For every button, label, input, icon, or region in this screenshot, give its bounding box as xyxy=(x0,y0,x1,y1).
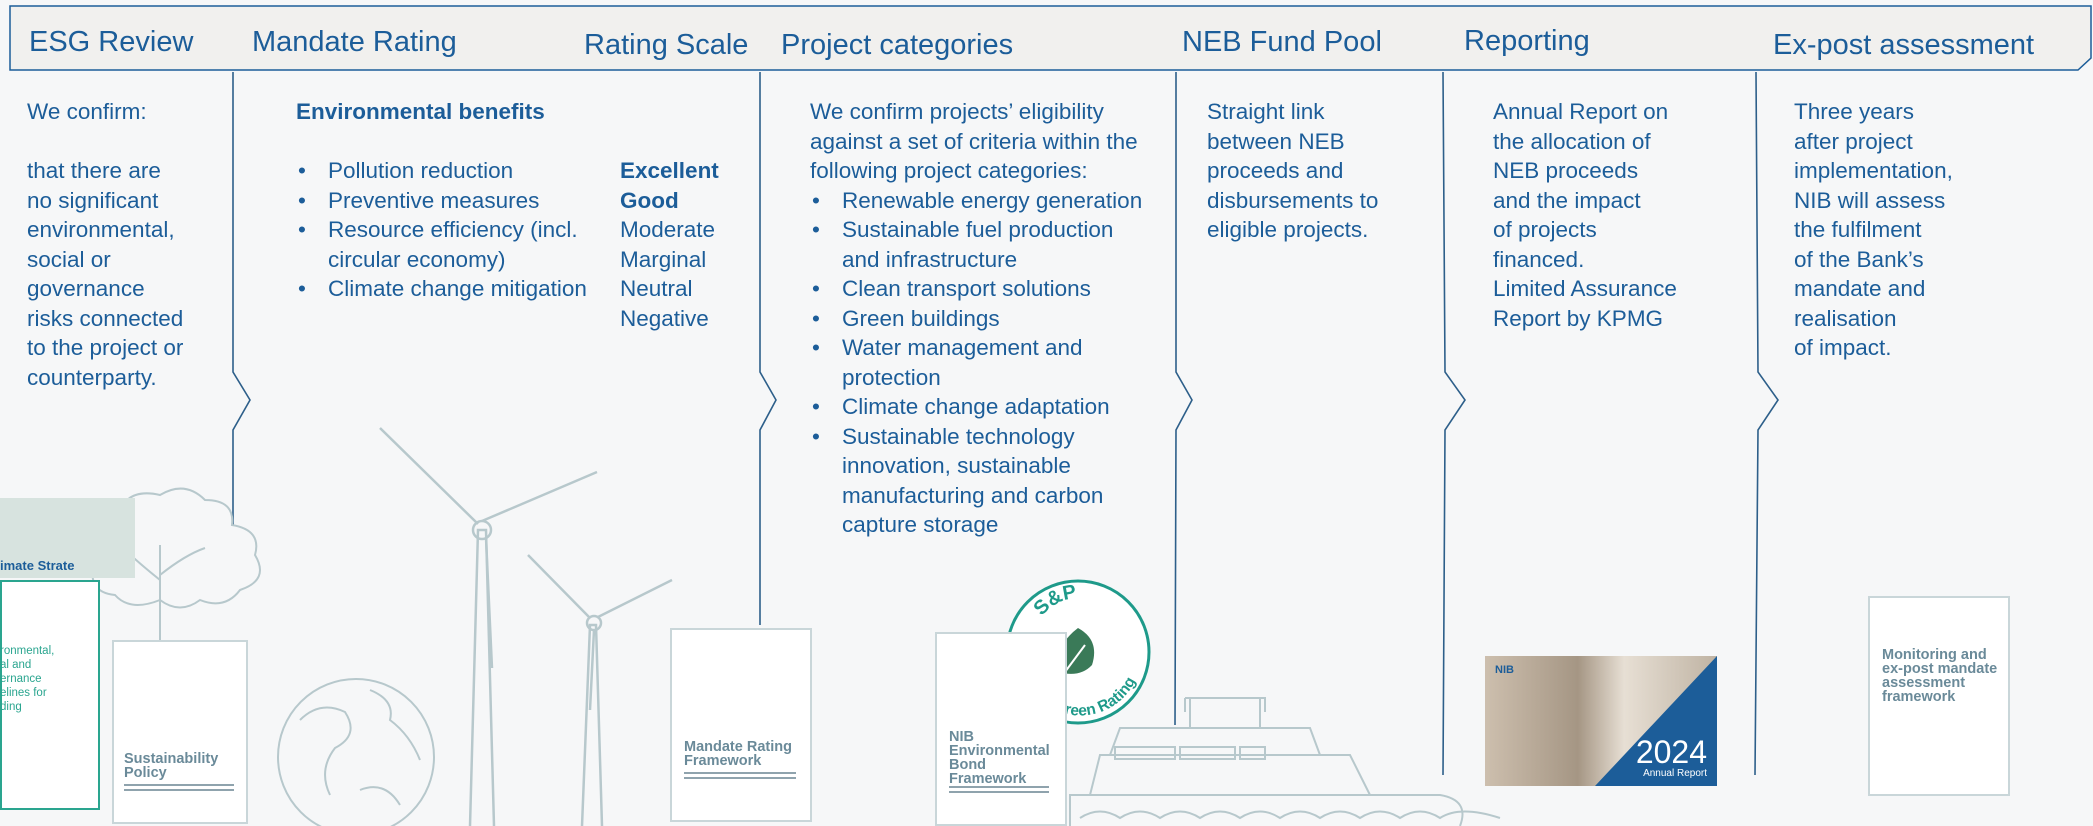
esg-line: that there are xyxy=(27,158,161,183)
sustainability-policy-document: Sustainability Policy xyxy=(112,640,248,824)
divider-1 xyxy=(232,72,251,525)
reporting-line: Annual Report on xyxy=(1493,99,1669,124)
reporting-line: the allocation of xyxy=(1493,128,1651,154)
ex-post-line: the fulfilment xyxy=(1794,217,1922,242)
benefit-item: Resource efficiency (incl. circular econ… xyxy=(296,215,596,274)
ex-post-line: mandate and xyxy=(1794,276,1926,301)
climate-text-line: ronmental, xyxy=(0,645,55,657)
reporting-line: Limited Assurance xyxy=(1493,276,1677,301)
header-rating-scale: Rating Scale xyxy=(584,29,749,61)
esg-review-text: We confirm: that there are no significan… xyxy=(27,97,227,392)
esg-line: to the project or xyxy=(27,335,184,360)
neb-fund-pool-text: Straight link between NEB proceeds and d… xyxy=(1207,97,1427,245)
neb-line: eligible projects. xyxy=(1207,217,1369,242)
esg-line: governance xyxy=(27,276,145,301)
header-esg-review: ESG Review xyxy=(29,26,194,58)
reporting-line: NEB proceeds xyxy=(1493,158,1639,183)
neb-line: between NEB xyxy=(1207,128,1345,154)
esg-line: risks connected xyxy=(27,305,184,331)
mandate-rating-framework-document: Mandate Rating Framework xyxy=(670,628,812,822)
ex-post-line: NIB will assess xyxy=(1794,187,1946,213)
doc-text-lines xyxy=(949,786,1049,796)
neb-framework-title: NIB Environmental Bond Framework xyxy=(949,729,1050,787)
doc-text-lines xyxy=(684,772,796,782)
category-item: Sustainable technology innovation, susta… xyxy=(810,422,1155,540)
climate-strategy-cover xyxy=(0,498,135,578)
reporting-text: Annual Report on the allocation of NEB p… xyxy=(1493,97,1733,333)
project-categories-text: We confirm projects’ eligibility against… xyxy=(810,97,1155,540)
header-neb-fund-pool: NEB Fund Pool xyxy=(1182,26,1382,58)
environmental-benefits-title: Environmental benefits xyxy=(296,99,545,124)
annual-report-cover: NIB 2024 Annual Report xyxy=(1485,656,1717,786)
esg-line: counterparty. xyxy=(27,364,157,390)
category-item: Climate change adaptation xyxy=(810,392,1155,422)
project-categories-intro: We confirm projects’ eligibility against… xyxy=(810,99,1138,183)
rating-scale-list: Excellent Good Moderate Marginal Neutral… xyxy=(620,156,740,333)
sustainability-policy-title: Sustainability Policy xyxy=(124,751,219,781)
ex-post-line: after project xyxy=(1794,128,1913,154)
wind-turbine-illustration xyxy=(379,427,673,826)
ex-post-text: Three years after project implementation… xyxy=(1794,97,2014,363)
esg-line: no significant xyxy=(27,187,159,213)
nib-logo: NIB xyxy=(1495,664,1514,676)
rating-neutral: Neutral xyxy=(620,276,693,301)
reporting-line: financed. xyxy=(1493,246,1585,272)
neb-line: disbursements to xyxy=(1207,187,1379,213)
reporting-line: of projects xyxy=(1493,217,1597,242)
category-item: Renewable energy generation xyxy=(810,186,1155,216)
ex-post-line: of impact. xyxy=(1794,335,1892,360)
mandate-rating-framework-title: Mandate Rating Framework xyxy=(684,739,792,769)
annual-report-year: 2024 xyxy=(1635,734,1707,770)
globe-illustration xyxy=(277,678,435,826)
ex-post-line: of the Bank’s xyxy=(1794,246,1924,272)
climate-text-line: al and xyxy=(0,659,32,671)
esg-line: environmental, xyxy=(27,217,175,242)
category-item: Sustainable fuel production and infrastr… xyxy=(810,215,1155,274)
header-project-categories: Project categories xyxy=(781,29,1014,61)
divider-3 xyxy=(1174,72,1193,726)
category-item: Green buildings xyxy=(810,304,1155,334)
climate-strategy-document xyxy=(0,580,100,810)
climate-text-line: ernance xyxy=(0,673,42,685)
header-banner xyxy=(9,5,2092,71)
esg-intro: We confirm: xyxy=(27,99,147,124)
rating-marginal: Marginal xyxy=(620,246,707,272)
header-ex-post: Ex-post assessment xyxy=(1773,29,2035,61)
rating-good: Good xyxy=(620,187,679,213)
reporting-line: Report by KPMG xyxy=(1493,305,1664,331)
category-item: Clean transport solutions xyxy=(810,274,1155,304)
header-mandate-rating: Mandate Rating xyxy=(252,26,457,58)
reporting-line: and the impact xyxy=(1493,187,1641,213)
ex-post-line: implementation, xyxy=(1794,158,1953,183)
rating-negative: Negative xyxy=(620,305,709,331)
category-item: Water management and protection xyxy=(810,333,1155,392)
annual-report-label: Annual Report xyxy=(1643,768,1707,779)
benefit-item: Pollution reduction xyxy=(296,156,596,186)
ex-post-line: realisation xyxy=(1794,305,1897,331)
monitoring-framework-document: Monitoring and ex-post mandate assessmen… xyxy=(1868,596,2010,796)
header-reporting: Reporting xyxy=(1464,25,1590,57)
climate-strategy-text: ronmental, al and ernance elines for din… xyxy=(0,644,54,714)
ex-post-line: Three years xyxy=(1794,99,1915,124)
neb-line: Straight link xyxy=(1207,99,1325,124)
ship-illustration xyxy=(1069,697,1501,826)
divider-5 xyxy=(1754,71,1779,776)
doc-text-lines xyxy=(124,784,234,794)
divider-2 xyxy=(759,72,777,625)
neb-framework-document: NIB Environmental Bond Framework xyxy=(935,632,1067,826)
monitoring-framework-title: Monitoring and ex-post mandate assessmen… xyxy=(1882,647,1998,705)
rating-moderate: Moderate xyxy=(620,217,716,242)
climate-strategy-title: imate Strate xyxy=(0,558,75,573)
divider-4 xyxy=(1442,71,1466,776)
mandate-rating-text: Environmental benefits Pollution reducti… xyxy=(296,97,596,304)
benefit-item: Preventive measures xyxy=(296,186,596,216)
neb-line: proceeds and xyxy=(1207,158,1344,183)
climate-text-line: ding xyxy=(0,701,22,713)
esg-line: social or xyxy=(27,246,111,272)
rating-excellent: Excellent xyxy=(620,158,719,183)
benefit-item: Climate change mitigation xyxy=(296,274,596,304)
climate-text-line: elines for xyxy=(0,687,47,699)
